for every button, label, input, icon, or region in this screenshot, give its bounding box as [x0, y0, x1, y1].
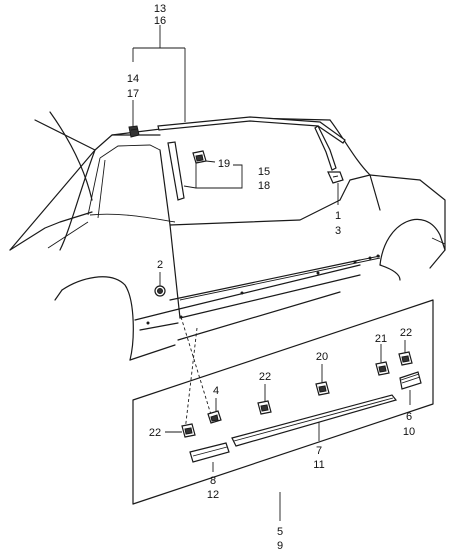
callout-19: 19: [218, 158, 230, 170]
callout-22-right: 22: [400, 327, 412, 339]
door-molding: [231, 394, 398, 447]
clip-20: [315, 381, 330, 396]
callout-22-mid: 22: [259, 371, 271, 383]
clip-22-mid: [257, 400, 272, 415]
quarter-molding: [399, 371, 422, 390]
callout-10: 10: [403, 426, 415, 438]
callout-16: 16: [154, 15, 166, 27]
pillar-garnish: [167, 141, 185, 201]
callout-labels: 13 16 14 17 19 15 18 1 3 2 4 22 22 20 21…: [127, 3, 415, 552]
pillar-clip: [128, 125, 140, 138]
callout-20: 20: [316, 351, 328, 363]
clip-22-right: [398, 351, 413, 366]
callout-7: 7: [316, 445, 322, 457]
drip-molding-end: [327, 171, 344, 184]
clip-4: [207, 410, 222, 424]
clip-22-left: [181, 423, 196, 438]
callout-5: 5: [277, 526, 283, 538]
garnish-clip: [192, 150, 207, 164]
callout-21: 21: [375, 333, 387, 345]
door-grommet: [154, 285, 166, 297]
callout-8: 8: [210, 475, 216, 487]
callout-6: 6: [406, 411, 412, 423]
car-body-outline: [9, 111, 446, 361]
callout-2: 2: [157, 259, 163, 271]
callout-22-left: 22: [149, 427, 161, 439]
clip-21: [375, 361, 390, 376]
fender-molding: [189, 442, 230, 463]
callout-15: 15: [258, 166, 270, 178]
callout-14: 14: [127, 73, 139, 85]
callout-12: 12: [207, 489, 219, 501]
callout-9: 9: [277, 540, 283, 552]
callout-18: 18: [258, 180, 270, 192]
leader-lines: [132, 25, 411, 521]
callout-1: 1: [335, 210, 341, 222]
callout-17: 17: [127, 88, 139, 100]
callout-11: 11: [313, 459, 324, 471]
exploded-parts-box: [132, 299, 434, 505]
callout-4: 4: [213, 385, 219, 397]
roof-molding: [157, 116, 346, 171]
callout-13: 13: [154, 3, 166, 15]
callout-3: 3: [335, 225, 341, 237]
